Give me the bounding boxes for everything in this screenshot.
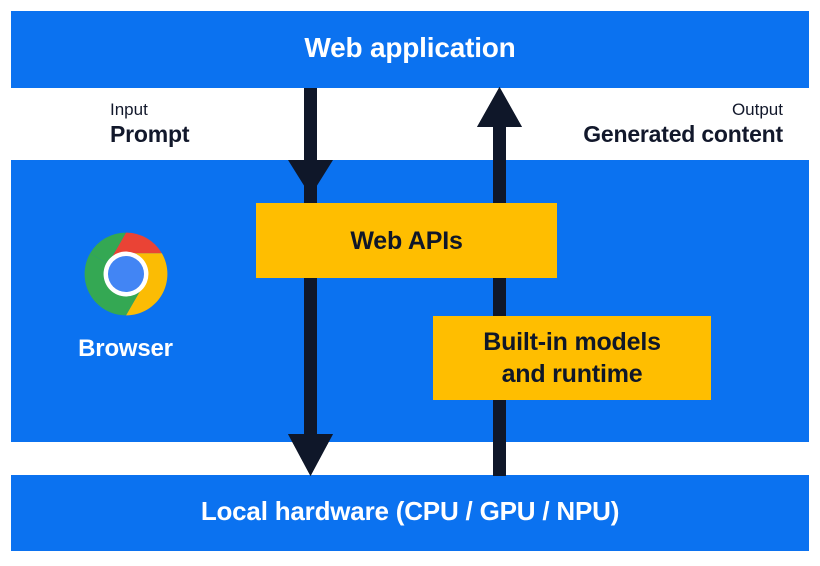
local-hardware-label: Local hardware (CPU / GPU / NPU) <box>200 496 620 526</box>
web-apis-box: Web APIs <box>256 203 557 278</box>
builtin-models-box: Built-in models and runtime <box>433 316 711 400</box>
input-title: Prompt <box>110 121 190 148</box>
input-kicker: Input <box>110 100 148 119</box>
builtin-models-label: Built-in models and runtime <box>483 328 661 388</box>
local-hardware-band: Local hardware (CPU / GPU / NPU) <box>11 475 809 551</box>
generated-arrow-lower-segment <box>493 442 506 476</box>
prompt-arrow-gap-segment <box>304 88 317 160</box>
chrome-logo-icon <box>84 232 167 316</box>
output-caption-group: Output Generated content <box>583 99 783 149</box>
generated-arrow-gap-segment <box>493 120 506 160</box>
browser-label: Browser <box>78 335 173 362</box>
web-application-band: Web application <box>11 11 809 88</box>
output-title: Generated content <box>583 121 783 148</box>
web-application-label: Web application <box>304 32 516 63</box>
web-apis-label: Web APIs <box>350 226 463 255</box>
input-caption-group: Input Prompt <box>110 99 190 149</box>
output-kicker: Output <box>731 100 783 119</box>
generated-arrow-head <box>477 87 522 127</box>
browser-group: Browser <box>38 228 213 363</box>
